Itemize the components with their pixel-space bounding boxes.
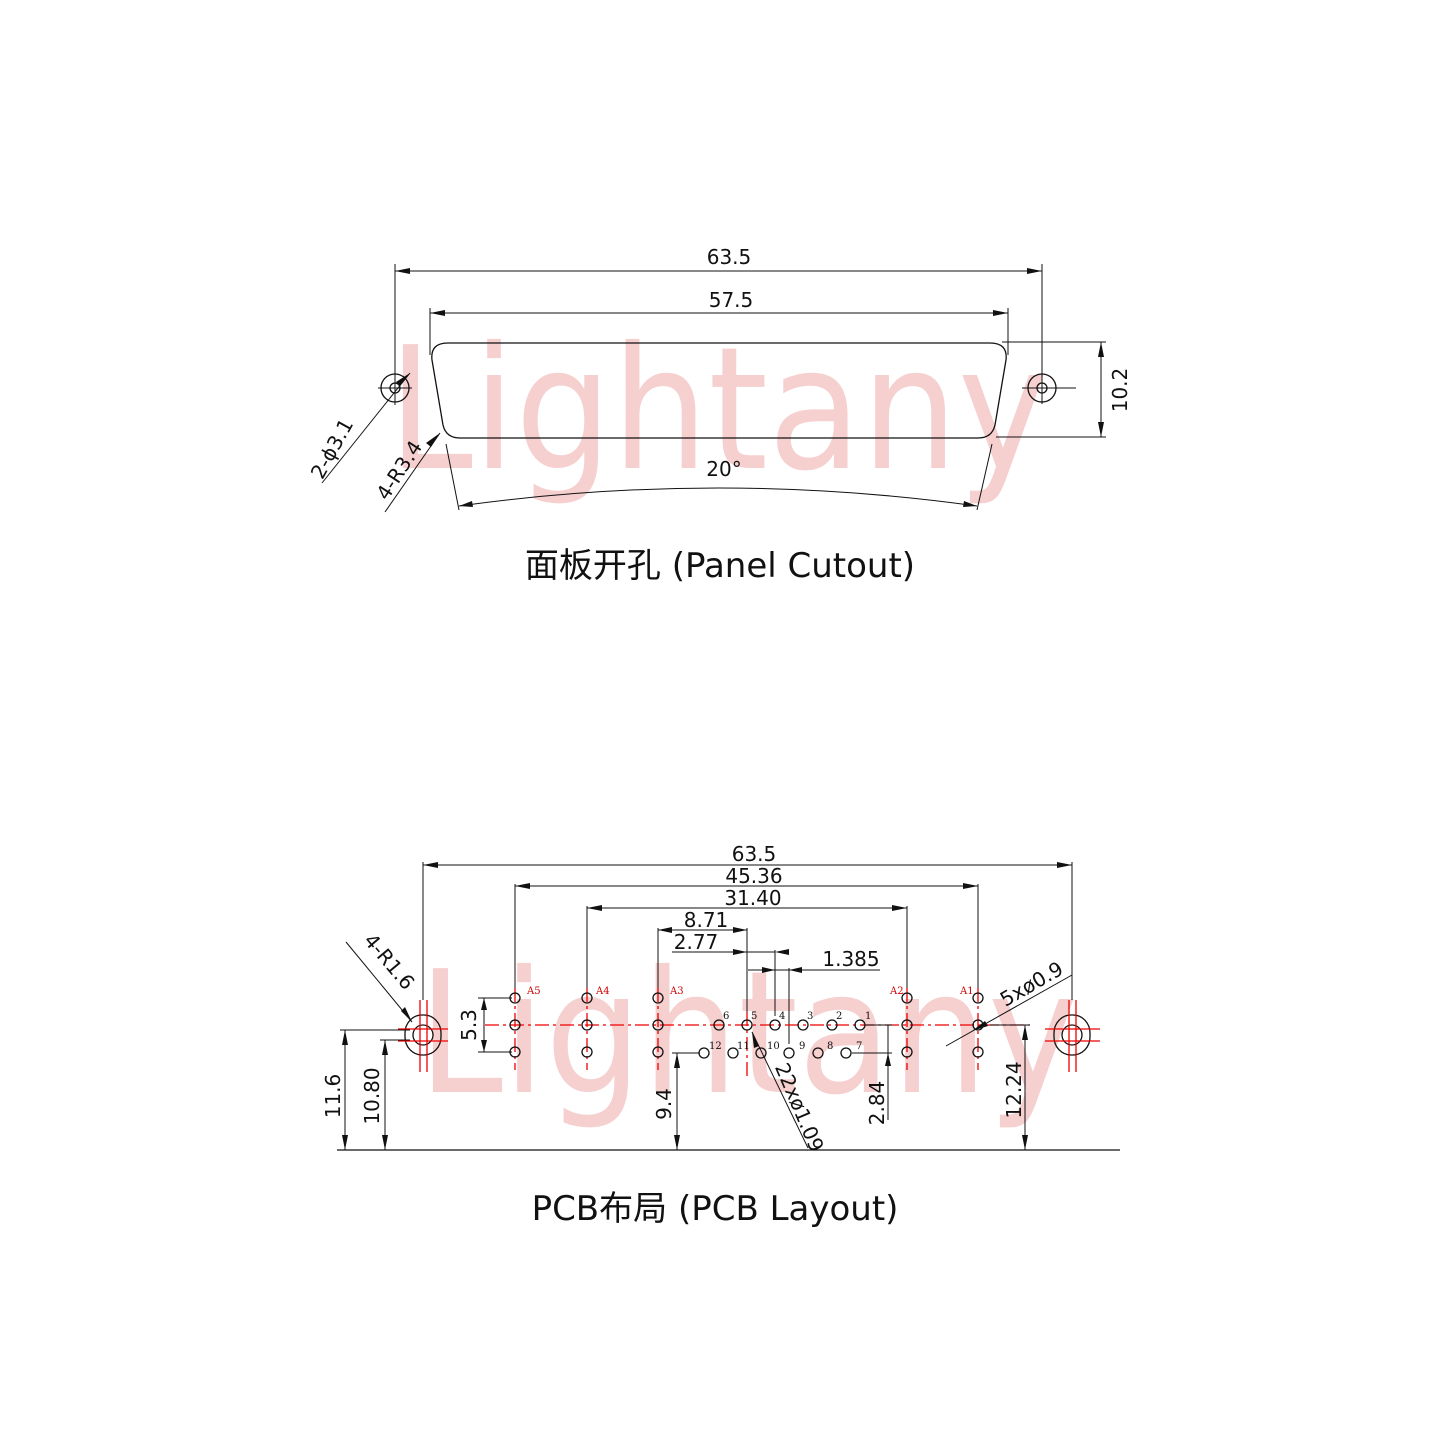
dim-angle: 20° <box>706 457 741 481</box>
pin-label-6: 6 <box>723 1011 729 1022</box>
a-pin-holes <box>509 992 984 1058</box>
pin-label-a3: A3 <box>669 986 684 997</box>
pin-label-8: 8 <box>827 1041 833 1052</box>
leader-holes <box>321 372 411 484</box>
leader-mount-radius <box>345 941 413 1023</box>
pin-label-7: 7 <box>856 1041 862 1052</box>
dim-shell-width: 57.5 <box>709 288 754 312</box>
pin-label-1: 1 <box>865 1011 871 1022</box>
pcb-layout-title: PCB布局 (PCB Layout) <box>532 1189 899 1229</box>
pin-label-11: 11 <box>737 1041 750 1052</box>
pin-label-9: 9 <box>799 1041 805 1052</box>
dim-row-offset: 2.84 <box>865 1081 889 1126</box>
leader-a-holes <box>945 974 1073 1047</box>
left-mount-slot <box>404 1014 442 1056</box>
dim-h-row: 9.4 <box>652 1088 676 1120</box>
dim-a-row: 5.3 <box>457 1009 481 1041</box>
right-mount-slot <box>1053 1014 1091 1056</box>
pin-label-a4: A4 <box>595 986 610 997</box>
dim-h-right: 12.24 <box>1002 1061 1026 1118</box>
watermark-top: Lightany <box>388 311 1048 509</box>
pin-label-a5: A5 <box>526 986 541 997</box>
dim-h-mount-inner: 10.80 <box>360 1067 384 1124</box>
pin-label-3: 3 <box>807 1011 813 1022</box>
dim-holes: 2-ϕ3.1 <box>306 414 358 482</box>
dim-pitch: 1.385 <box>822 947 879 971</box>
watermark-bottom: Lightany <box>418 935 1078 1133</box>
dim-height: 10.2 <box>1108 368 1132 413</box>
pin-label-10: 10 <box>767 1041 780 1052</box>
pin-label-a1: A1 <box>959 986 974 997</box>
dim-mount-radius: 4-R1.6 <box>359 929 420 995</box>
d-sub-cutout-outline <box>431 342 1007 439</box>
pin-label-4: 4 <box>779 1011 785 1022</box>
signal-pins-top <box>713 1019 866 1031</box>
angle-arc <box>458 487 978 507</box>
dim-a-inner: 31.40 <box>724 886 781 910</box>
dim-overall-width: 63.5 <box>707 245 752 269</box>
dim-h-mount: 11.6 <box>321 1074 345 1119</box>
signal-pins-bottom <box>698 1047 852 1059</box>
leader-signal-holes <box>751 1031 809 1149</box>
panel-cutout-title: 面板开孔 (Panel Cutout) <box>525 546 915 586</box>
pin-label-12: 12 <box>709 1041 722 1052</box>
dim-pcb-overall: 63.5 <box>732 842 777 866</box>
pin-label-5: 5 <box>751 1011 757 1022</box>
dim-d1: 8.71 <box>684 908 729 932</box>
dim-a-outer: 45.36 <box>725 864 782 888</box>
pin-label-a2: A2 <box>889 986 904 997</box>
pin-label-2: 2 <box>836 1011 842 1022</box>
dim-d2: 2.77 <box>674 930 719 954</box>
